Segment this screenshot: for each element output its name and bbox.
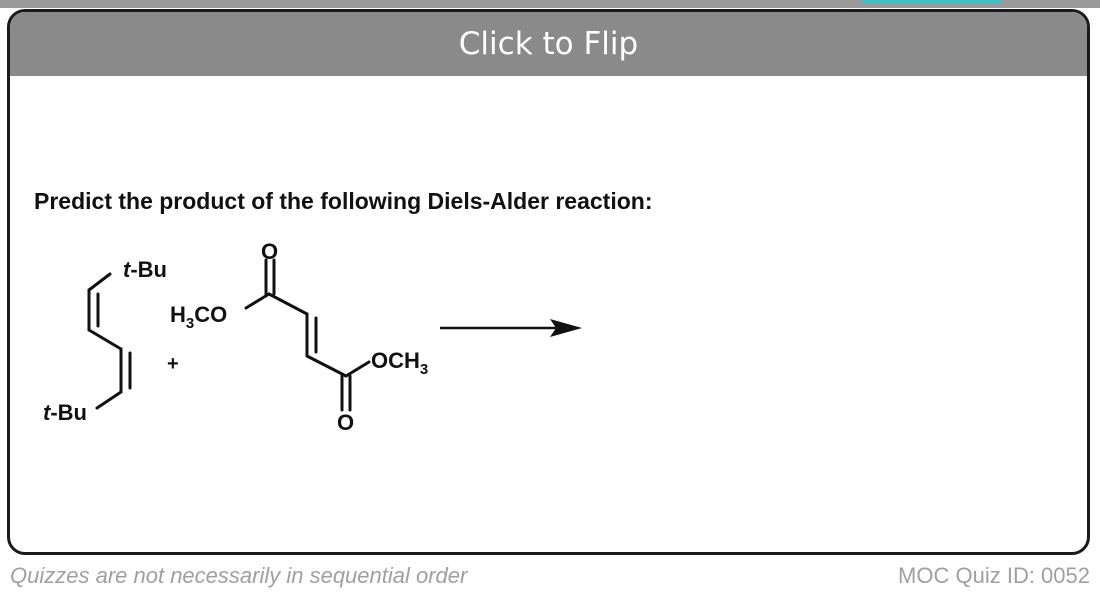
sequence-note: Quizzes are not necessarily in sequentia…: [10, 563, 468, 588]
diene-bond-5: [95, 390, 123, 410]
right-ester-label: OCH3: [371, 348, 428, 378]
arrowhead: [550, 319, 582, 337]
reaction-arrow: [440, 319, 582, 337]
chain-bond-3: [305, 354, 348, 378]
plus-sign: +: [167, 353, 179, 375]
quiz-id-label: MOC Quiz ID: 0052: [898, 563, 1090, 588]
quiz-flashcard[interactable]: Click to Flip Predict the product of the…: [7, 9, 1090, 555]
carbonyl-bottom-oxygen: O: [337, 410, 354, 435]
diene-structure: [87, 272, 132, 410]
diene-bottom-substituent: t-Bu: [43, 400, 87, 425]
carbonyl-top-oxygen: O: [261, 239, 278, 264]
left-ester-label: H3CO: [170, 302, 227, 332]
ester-o-to-c: [244, 292, 271, 310]
diene-bond-1: [87, 272, 112, 292]
diene-top-substituent: t-Bu: [123, 257, 167, 282]
flip-label: Click to Flip: [458, 26, 639, 62]
question-text: Predict the product of the following Die…: [34, 188, 653, 214]
chain-bond-1: [267, 292, 309, 316]
diene-bond-3: [87, 328, 123, 351]
reaction-scheme: t-Bu t-Bu + O H3CO OCH3 O: [43, 239, 582, 435]
click-to-flip-bar[interactable]: Click to Flip: [10, 12, 1087, 76]
dienophile-structure: [244, 258, 371, 412]
top-accent-tab[interactable]: [862, 0, 1002, 4]
ester-c-to-o: [344, 360, 371, 378]
top-browser-strip: [0, 0, 1100, 8]
